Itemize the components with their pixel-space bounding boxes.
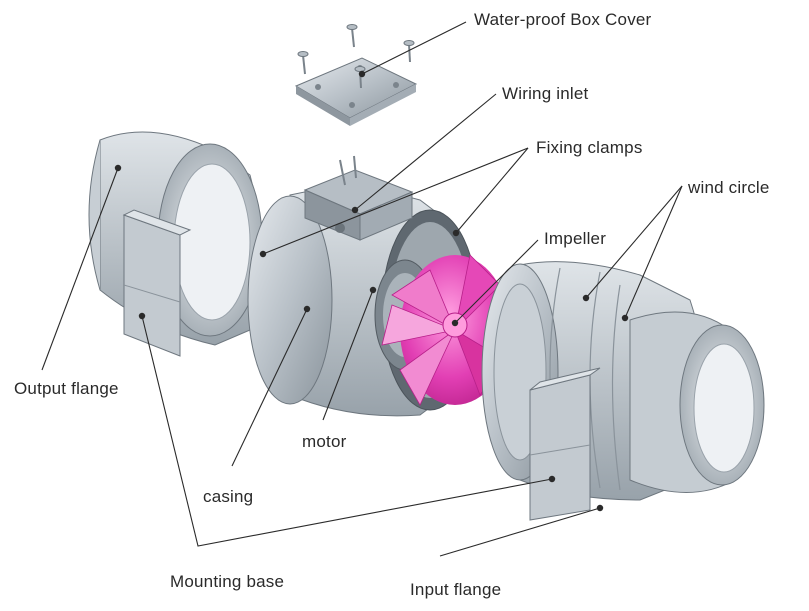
label-motor: motor [302,432,347,451]
label-waterproof-box-cover: Water-proof Box Cover [474,10,652,29]
label-casing: casing [203,487,254,506]
input-section [481,261,765,521]
leader-lines [41,21,683,557]
output-flange [88,131,263,357]
label-wind-circle: wind circle [688,178,770,197]
label-fixing-clamps: Fixing clamps [536,138,643,157]
label-impeller: Impeller [544,229,607,248]
label-output-flange: Output flange [14,379,119,398]
leader-dots [114,70,629,512]
label-wiring-inlet: Wiring inlet [502,84,589,103]
waterproof-box-cover [294,24,418,126]
label-input-flange: Input flange [410,580,502,599]
label-mounting-base: Mounting base [170,572,285,591]
